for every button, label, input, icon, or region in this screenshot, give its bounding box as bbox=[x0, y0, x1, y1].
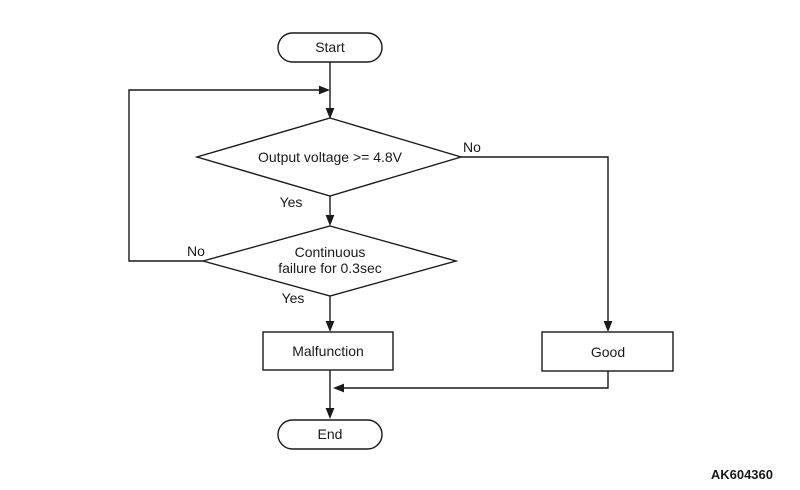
edge-label-decision2-no: No bbox=[187, 243, 205, 259]
edge-label-decision1-yes: Yes bbox=[280, 194, 303, 210]
arrow-down-icon bbox=[325, 215, 335, 226]
arrow-left-icon bbox=[333, 383, 344, 393]
decision-continuous-failure-node: Continuous failure for 0.3sec bbox=[200, 225, 459, 297]
connector-decision1-yes-to-decision2 bbox=[325, 196, 335, 226]
arrow-down-icon bbox=[325, 321, 335, 332]
decision-output-voltage-label: Output voltage >= 4.8V bbox=[258, 149, 403, 165]
malfunction-node: Malfunction bbox=[262, 331, 394, 371]
connector-good-to-merge bbox=[333, 371, 609, 393]
malfunction-node-label: Malfunction bbox=[292, 343, 364, 359]
arrow-down-icon bbox=[325, 108, 335, 119]
figure-code: AK604360 bbox=[711, 467, 773, 482]
decision-continuous-failure-label-line2: failure for 0.3sec bbox=[278, 260, 382, 276]
good-node: Good bbox=[541, 331, 674, 372]
decision-continuous-failure-label-line1: Continuous bbox=[295, 244, 366, 260]
decision-output-voltage-node: Output voltage >= 4.8V bbox=[194, 117, 464, 197]
connector-loop-decision2-no bbox=[128, 85, 330, 262]
connector-malfunction-to-end bbox=[325, 370, 335, 419]
good-node-label: Good bbox=[591, 344, 625, 360]
connector-decision1-no-to-good bbox=[461, 156, 613, 332]
arrow-down-icon bbox=[603, 321, 613, 332]
connector-start-to-decision1 bbox=[325, 62, 335, 119]
start-node-label: Start bbox=[315, 39, 345, 55]
edge-label-decision1-no: No bbox=[463, 139, 481, 155]
start-node: Start bbox=[277, 32, 383, 63]
edge-label-decision2-yes: Yes bbox=[282, 290, 305, 306]
connector-decision2-yes-to-malfunction bbox=[325, 296, 335, 332]
arrow-right-icon bbox=[319, 85, 330, 95]
arrow-down-icon bbox=[325, 408, 335, 419]
end-node: End bbox=[277, 419, 383, 450]
end-node-label: End bbox=[318, 426, 343, 442]
